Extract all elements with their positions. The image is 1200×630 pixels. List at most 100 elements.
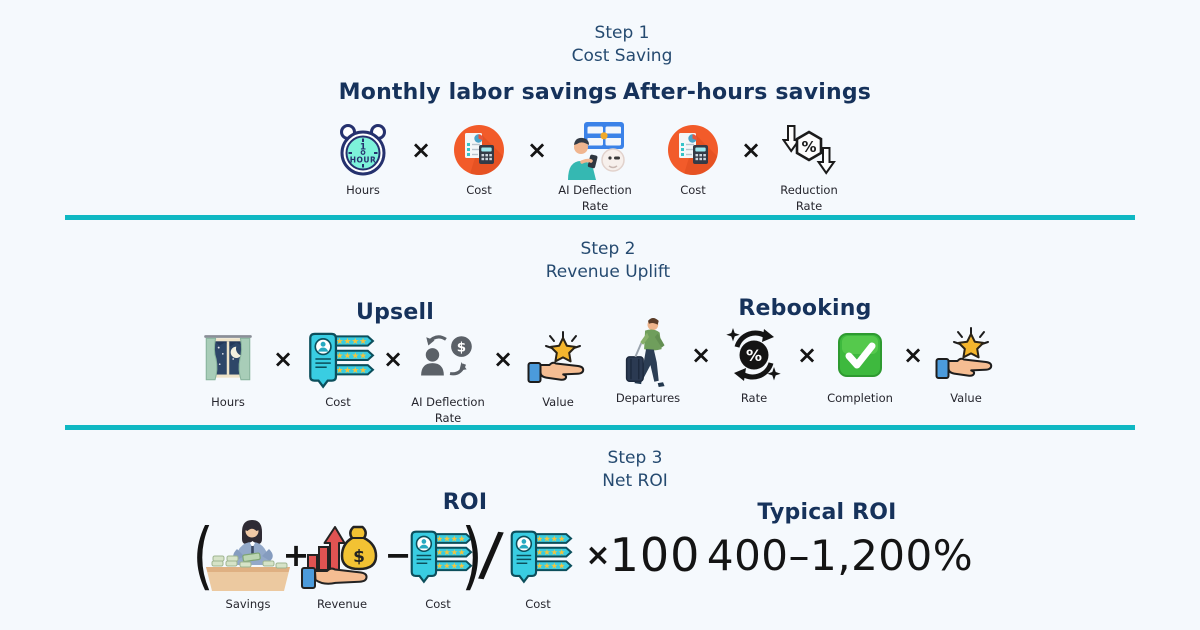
- multiply-operator: ×: [796, 341, 818, 369]
- step2-title: Revenue Uplift: [545, 262, 671, 283]
- open-paren: (: [192, 512, 214, 598]
- multiply-operator: ×: [740, 136, 762, 164]
- formula-item-rate: % Rate: [714, 324, 794, 407]
- svg-text:1: 1: [360, 143, 366, 153]
- rebooking-formula-row: Departures × % Rate ×: [608, 317, 1006, 407]
- svg-text:★★★★: ★★★★: [536, 547, 566, 557]
- rebooking-heading: Rebooking: [738, 296, 872, 321]
- step3-label: Step 3: [607, 448, 663, 468]
- cost-calculator-icon: [666, 122, 720, 178]
- svg-text:★★★★: ★★★★: [336, 366, 367, 376]
- item-label: Hours: [346, 183, 380, 197]
- formula-item-departures: Departures: [608, 317, 688, 407]
- svg-text:HOUR: HOUR: [350, 156, 377, 165]
- after-hours-formula-row: Cost × % Reduction Rate: [653, 122, 849, 214]
- formula-item-revenue: $ Revenue: [300, 518, 384, 613]
- svg-text:★★★★: ★★★★: [536, 533, 566, 543]
- formula-item-cost: Cost: [439, 122, 519, 199]
- ratings-badge-icon: ★★★★ ★★★★ ★★★★: [300, 328, 376, 390]
- reduction-rate-icon: %: [782, 122, 836, 178]
- multiply-operator: ×: [272, 345, 294, 373]
- multiplier-100: 100: [609, 528, 701, 582]
- step2-label: Step 2: [580, 239, 636, 259]
- cost-calculator-icon: [452, 122, 506, 178]
- item-label: Completion: [827, 391, 893, 405]
- hand-star-icon: [527, 328, 589, 390]
- item-label: Value: [542, 395, 574, 409]
- section-divider: [65, 215, 1135, 220]
- hand-star-icon: [935, 324, 997, 386]
- formula-item-cost: ★★★★ ★★★★ ★★★★ Cost: [402, 518, 474, 613]
- formula-item-completion: Completion: [820, 324, 900, 407]
- formula-item-value: Value: [926, 324, 1006, 407]
- multiply-operator: ×: [585, 537, 611, 573]
- step3-header: Step 3 Net ROI: [35, 447, 1200, 494]
- multiply-operator: ×: [690, 341, 712, 369]
- item-label: Cost: [525, 597, 551, 611]
- formula-item-reduction-rate: % Reduction Rate: [769, 122, 849, 214]
- percent-refresh-icon: %: [725, 324, 783, 386]
- item-label: Revenue: [316, 597, 368, 611]
- multiply-operator: ×: [382, 345, 404, 373]
- formula-item-savings: Savings: [199, 518, 297, 613]
- multiply-operator: ×: [492, 345, 514, 373]
- svg-text:★★★★: ★★★★: [536, 560, 566, 570]
- item-label: Hours: [211, 395, 245, 409]
- formula-item-cost: Cost: [653, 122, 733, 199]
- ratings-badge-icon: ★★★★ ★★★★ ★★★★: [402, 518, 474, 592]
- section-divider: [65, 425, 1135, 430]
- traveler-luggage-icon: [623, 317, 673, 388]
- formula-item-hours: Hours: [188, 328, 268, 411]
- svg-text:★★★★: ★★★★: [336, 352, 367, 362]
- svg-text:★★★★: ★★★★: [436, 560, 466, 570]
- svg-text:★★★★: ★★★★: [436, 533, 466, 543]
- ai-agent-robot-icon: [564, 122, 626, 180]
- ratings-badge-icon: ★★★★ ★★★★ ★★★★: [502, 518, 574, 592]
- upsell-formula-row: Hours × ★★★★ ★★★★ ★★★★: [188, 328, 598, 426]
- item-label: AI Deflection Rate: [558, 183, 632, 213]
- multiply-operator: ×: [902, 341, 924, 369]
- svg-text:$: $: [457, 341, 466, 356]
- dollar-exchange-icon: $: [418, 328, 478, 390]
- item-label: Departures: [615, 391, 681, 405]
- typical-roi-heading: Typical ROI: [757, 500, 897, 525]
- after-hours-savings-heading: After-hours savings: [622, 80, 872, 105]
- item-label: Cost: [680, 183, 706, 197]
- svg-text:$: $: [353, 547, 365, 567]
- close-paren: ): [461, 512, 483, 598]
- formula-item-cost: ★★★★ ★★★★ ★★★★ Cost: [298, 328, 378, 411]
- completion-check-icon: [835, 324, 885, 386]
- formula-item-value: Value: [518, 328, 598, 411]
- formula-item-hours: 1 HOUR Hours: [323, 122, 403, 199]
- svg-text:%: %: [746, 346, 762, 365]
- formula-item-cost: ★★★★ ★★★★ ★★★★ Cost: [502, 518, 574, 613]
- monthly-labor-formula-row: 1 HOUR Hours ×: [323, 122, 635, 214]
- item-label: Cost: [425, 597, 451, 611]
- step1-label: Step 1: [594, 23, 650, 43]
- roi-heading: ROI: [442, 490, 488, 515]
- formula-item-ai-deflection: AI Deflection Rate: [555, 122, 635, 214]
- revenue-hand-icon: $: [300, 518, 384, 592]
- minus-operator: −: [384, 536, 412, 574]
- item-label: Savings: [225, 597, 271, 611]
- savings-counter-icon: [200, 518, 296, 592]
- item-label: Rate: [740, 391, 768, 405]
- step3-title: Net ROI: [602, 471, 668, 492]
- multiply-operator: ×: [410, 136, 432, 164]
- monthly-labor-savings-heading: Monthly labor savings: [338, 80, 618, 105]
- svg-text:★★★★: ★★★★: [336, 337, 367, 347]
- item-label: Value: [950, 391, 982, 405]
- item-label: Reduction Rate: [780, 183, 838, 213]
- item-label: Cost: [466, 183, 492, 197]
- step2-header: Step 2 Revenue Uplift: [8, 238, 1200, 285]
- svg-text:%: %: [801, 138, 816, 156]
- item-label: AI Deflection Rate: [411, 395, 485, 425]
- step1-header: Step 1 Cost Saving: [22, 22, 1200, 69]
- step1-title: Cost Saving: [571, 46, 673, 67]
- upsell-heading: Upsell: [356, 300, 434, 325]
- alarm-clock-icon: 1 HOUR: [337, 122, 389, 178]
- formula-item-ai-deflection: $ AI Deflection Rate: [408, 328, 488, 426]
- typical-roi-value: 400–1,200%: [706, 530, 974, 580]
- item-label: Cost: [325, 395, 351, 409]
